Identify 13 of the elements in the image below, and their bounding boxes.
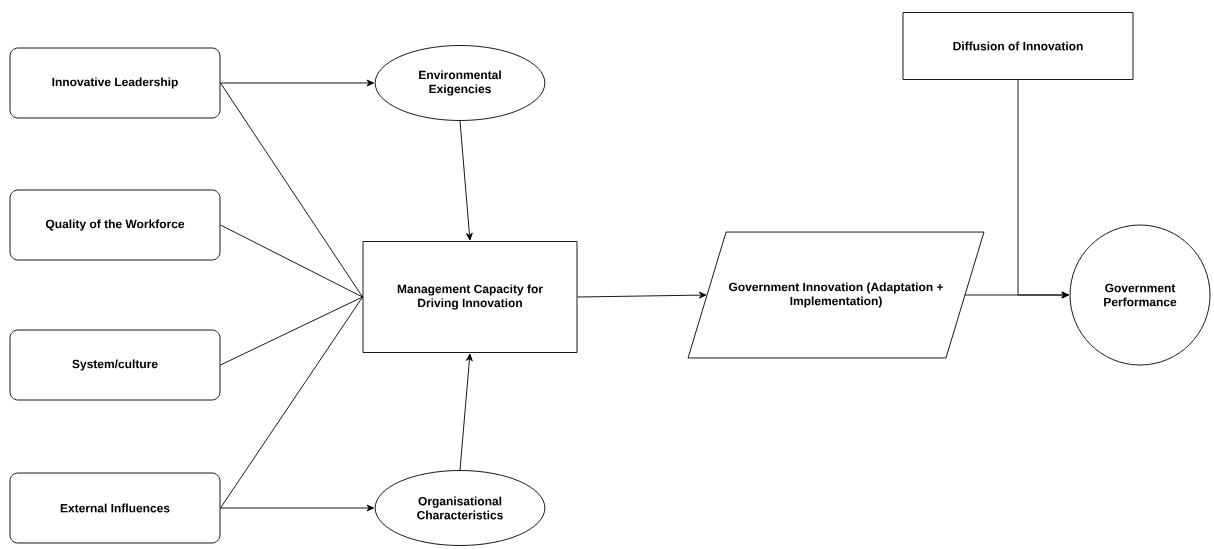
factor-box: System/culture <box>9 329 221 401</box>
arrow <box>220 504 375 512</box>
process-box: Diffusion of Innovation <box>902 12 1134 80</box>
process-box: Management Capacity for Driving Innovation <box>362 241 578 353</box>
factor-box: External Influences <box>9 472 221 544</box>
arrow <box>1017 79 1069 299</box>
arrow <box>577 291 707 299</box>
arrow <box>220 79 375 87</box>
arrow <box>459 120 473 241</box>
data-parallelogram: Government Innovation (Adaptation + Implementation) <box>687 231 985 359</box>
arrow <box>459 353 473 471</box>
factor-box: Quality of the Workforce <box>9 189 221 261</box>
factor-box: Innovative Leadership <box>9 47 221 119</box>
